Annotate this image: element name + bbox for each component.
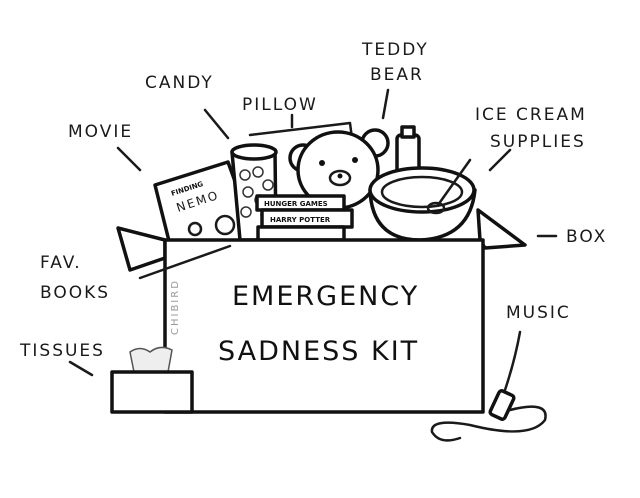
ice-cream-supplies: [368, 125, 477, 242]
book-spine-2: HARRY POTTER: [270, 216, 331, 224]
book-spine-1: HUNGER GAMES: [264, 200, 328, 208]
kit-title-line1: EMERGENCY: [232, 281, 419, 312]
box: [163, 238, 485, 414]
label-candy: CANDY: [145, 73, 214, 93]
pointer-lines: [68, 88, 558, 377]
label-supplies: SUPPLIES: [490, 132, 586, 152]
kit-title-line2: SADNESS KIT: [218, 336, 419, 367]
music-player: [430, 330, 547, 442]
label-ice-cream: ICE CREAM: [475, 105, 587, 125]
teddy-bear: [288, 128, 390, 210]
books-pointer: [138, 244, 232, 280]
signature: CHIBIRD: [170, 279, 181, 335]
label-tissues: TISSUES: [19, 341, 105, 361]
books-stack: HUNGER GAMES HARRY POTTER: [255, 194, 354, 242]
label-music: MUSIC: [506, 303, 571, 323]
tissue-box: [110, 346, 194, 414]
label-pillow: PILLOW: [242, 95, 318, 115]
label-box: BOX: [566, 227, 607, 247]
label-bear: BEAR: [370, 65, 424, 85]
label-movie: MOVIE: [68, 122, 133, 142]
label-fav: FAV.: [40, 253, 82, 273]
box-right-flap: [476, 208, 527, 250]
label-books: BOOKS: [40, 283, 110, 303]
label-teddy: TEDDY: [361, 40, 429, 60]
box-left-flap: [116, 226, 167, 272]
